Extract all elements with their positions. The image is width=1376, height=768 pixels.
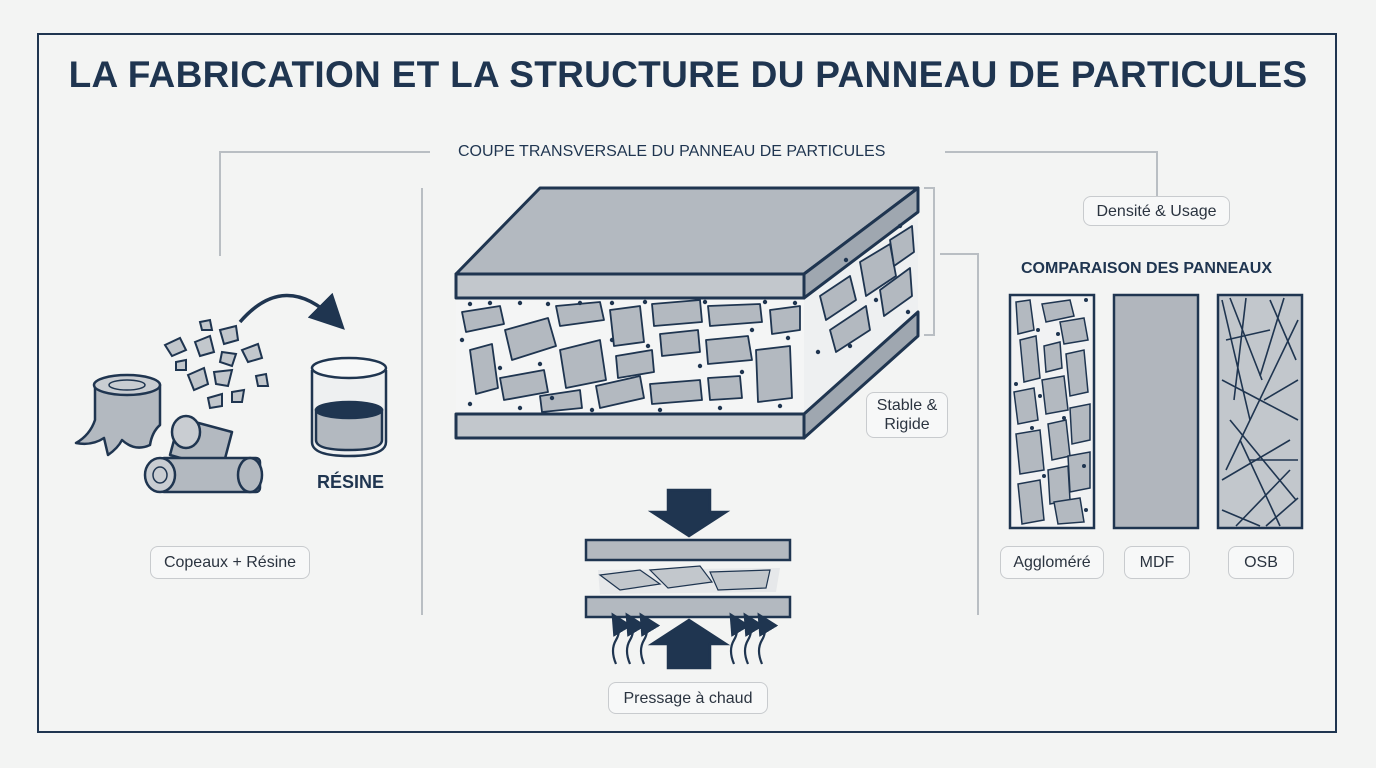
outer-frame — [37, 33, 1337, 733]
resin-dots — [459, 223, 911, 413]
heat-waves-icon — [611, 612, 779, 665]
resin-label: RÉSINE — [317, 472, 385, 492]
core-particles — [461, 225, 915, 413]
transfer-arrow-icon — [238, 292, 345, 330]
press-illustration — [584, 488, 792, 670]
osb-panel — [1216, 293, 1304, 530]
cross-section-label: COUPE TRANSVERSALE DU PANNEAU DE PARTICU… — [458, 143, 886, 160]
mdf-panel — [1112, 293, 1200, 530]
pressing-badge: Pressage à chaud — [608, 682, 768, 714]
page-title: LA FABRICATION ET LA STRUCTURE DU PANNEA… — [68, 54, 1308, 95]
panel-label-mdf: MDF — [1124, 546, 1190, 579]
density-usage-badge: Densité & Usage — [1083, 196, 1230, 226]
connector-lines — [219, 151, 1158, 615]
panel-label-osb: OSB — [1228, 546, 1294, 579]
agglomere-panel — [1008, 293, 1096, 530]
comparison-heading: COMPARAISON DES PANNEAUX — [1021, 260, 1272, 277]
wood-logs-icon — [74, 373, 264, 494]
wood-chips-icon — [163, 318, 270, 410]
property-badge: Stable & Rigide — [866, 392, 948, 438]
panel-label-agglomere: Aggloméré — [1000, 546, 1104, 579]
materials-badge: Copeaux + Résine — [150, 546, 310, 579]
resin-jar-icon — [310, 356, 388, 458]
